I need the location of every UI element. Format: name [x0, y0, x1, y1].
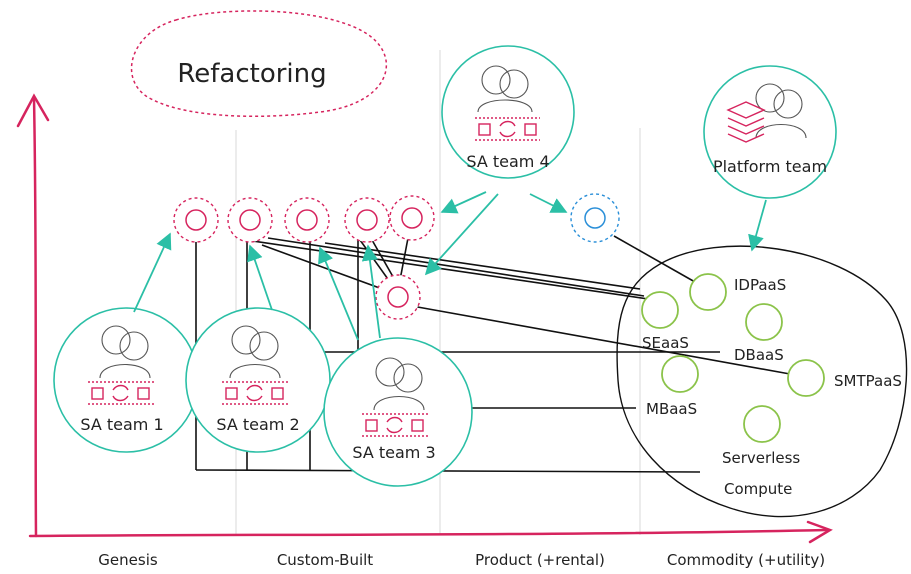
stage-label-product: Product (+rental) — [475, 551, 605, 569]
dependency-line — [195, 469, 701, 473]
team-outline — [323, 337, 473, 487]
components — [173, 193, 620, 320]
team-label: SA team 1 — [80, 415, 163, 434]
arrow — [440, 191, 487, 214]
component-node[interactable] — [284, 197, 330, 243]
service-label: Serverless — [722, 449, 800, 467]
service-label: SMTPaaS — [834, 372, 902, 390]
refactoring-cloud: Refactoring — [130, 10, 387, 118]
dependency-line — [245, 239, 656, 301]
team-outline — [703, 65, 837, 199]
people-icon — [229, 325, 281, 379]
team-arrows — [133, 191, 767, 341]
service-label: SEaaS — [642, 334, 689, 352]
external-component-node[interactable] — [570, 193, 620, 243]
sa-team-2[interactable]: SA team 2 — [185, 307, 331, 453]
dependency-line — [613, 235, 696, 283]
stage-label-commodity: Commodity (+utility) — [667, 551, 825, 569]
dependency-line — [261, 244, 386, 291]
service-smtpaas[interactable] — [787, 359, 825, 397]
team-outline — [441, 45, 575, 179]
people-icon — [99, 325, 151, 379]
arrow — [361, 244, 381, 339]
service-labels: IDPaaS SEaaS DBaaS MBaaS SMTPaaS Serverl… — [642, 276, 902, 498]
service-mbaas[interactable] — [661, 355, 699, 393]
layers-icon — [726, 101, 766, 143]
team-label: SA team 3 — [352, 443, 435, 462]
arrow — [748, 199, 767, 252]
team-label: SA team 4 — [466, 152, 549, 171]
axes — [16, 93, 833, 544]
services — [641, 273, 825, 443]
team-outline — [185, 307, 331, 453]
service-label: MBaaS — [646, 400, 697, 418]
sa-team-4[interactable]: SA team 4 — [441, 45, 575, 179]
team-practice-icon — [362, 413, 430, 437]
y-axis-arrowhead — [16, 93, 50, 128]
service-label: IDPaaS — [734, 276, 786, 294]
x-axis — [28, 528, 828, 538]
service-label: DBaaS — [734, 346, 784, 364]
component-node[interactable] — [344, 197, 390, 243]
component-node[interactable] — [375, 274, 421, 320]
sa-team-3[interactable]: SA team 3 — [323, 337, 473, 487]
dependency-line — [399, 237, 409, 281]
stage-labels: Genesis Custom-Built Product (+rental) C… — [98, 551, 825, 569]
service-dbaas[interactable] — [745, 303, 783, 341]
cloud-label: Refactoring — [177, 59, 326, 89]
sa-team-1[interactable]: SA team 1 — [53, 307, 199, 453]
service-label: Compute — [724, 480, 792, 498]
service-idpaas[interactable] — [689, 273, 727, 311]
arrow — [424, 193, 499, 276]
services-boundary — [616, 245, 908, 518]
service-serverless[interactable] — [743, 405, 781, 443]
people-icon — [477, 65, 533, 113]
y-axis — [32, 96, 38, 538]
component-node[interactable] — [173, 197, 219, 243]
arrow — [133, 232, 172, 313]
cloud-outline — [130, 10, 387, 118]
team-practice-icon — [88, 381, 155, 405]
team-practice-icon — [222, 381, 290, 405]
team-label: Platform team — [713, 157, 827, 176]
component-node[interactable] — [389, 195, 435, 241]
team-practice-icon — [475, 117, 540, 141]
arrow — [529, 193, 568, 213]
stage-label-custom-built: Custom-Built — [277, 551, 373, 569]
stage-label-genesis: Genesis — [98, 551, 158, 569]
dependency-line — [411, 305, 791, 375]
people-icon — [755, 83, 807, 139]
component-node[interactable] — [227, 197, 273, 243]
arrow — [318, 246, 359, 341]
team-label: SA team 2 — [216, 415, 299, 434]
people-icon — [373, 357, 425, 411]
service-seaas[interactable] — [641, 291, 679, 329]
platform-team[interactable]: Platform team — [703, 65, 837, 199]
arrow — [247, 244, 273, 311]
x-axis-arrowhead — [806, 520, 833, 544]
